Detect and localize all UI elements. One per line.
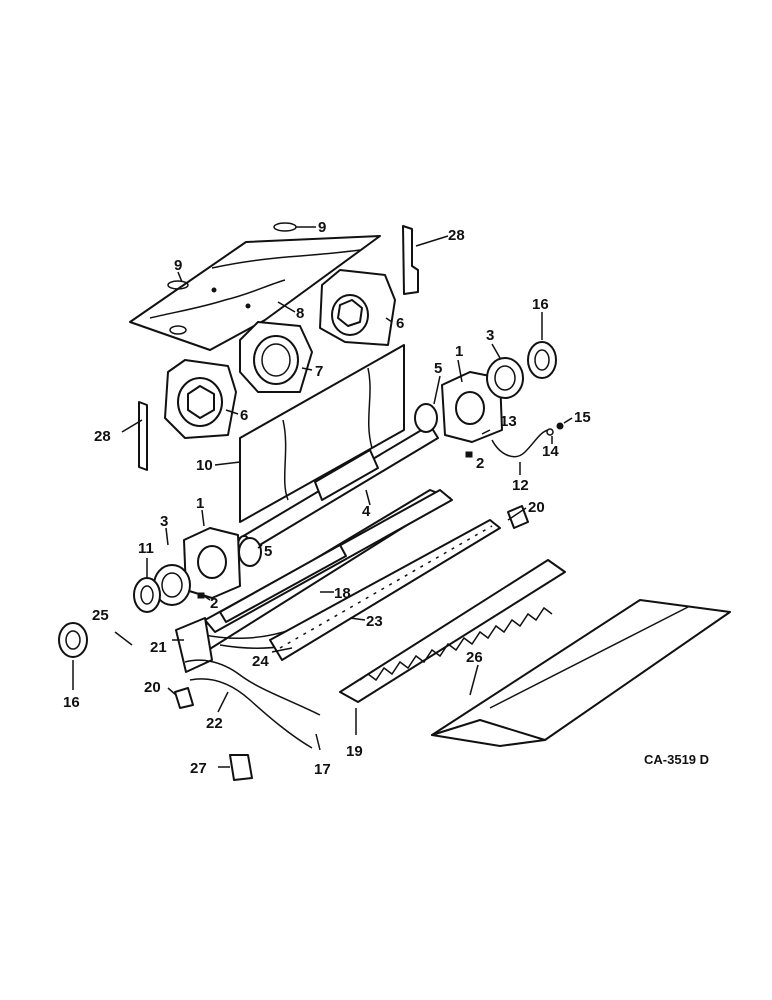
callout-5-right: 5 [434, 360, 442, 377]
callout-10: 10 [196, 457, 213, 474]
callout-labels: 9 9 28 8 6 7 6 28 10 4 1 3 16 5 13 2 14 … [63, 219, 591, 778]
grease-line [491, 429, 549, 458]
callout-13: 13 [500, 413, 517, 430]
callout-12: 12 [512, 477, 529, 494]
callout-20-lower: 20 [144, 679, 161, 696]
callout-19: 19 [346, 743, 363, 760]
callout-14: 14 [542, 443, 559, 460]
bolt-long [114, 631, 133, 646]
seal-ring-right [414, 403, 438, 433]
callout-7: 7 [315, 363, 323, 380]
bolt-right [465, 451, 473, 458]
callout-28-left: 28 [94, 428, 111, 445]
lock-collar-left [58, 622, 88, 658]
callout-28-right: 28 [448, 227, 465, 244]
callout-17: 17 [314, 761, 331, 778]
bearing-plate [239, 321, 313, 393]
bolt-left [197, 592, 205, 599]
callout-24: 24 [252, 653, 269, 670]
callout-11: 11 [138, 540, 154, 557]
callout-2-right: 2 [476, 455, 484, 472]
callout-4: 4 [362, 503, 371, 520]
callout-18: 18 [334, 585, 351, 602]
seal-ring-left [238, 537, 262, 567]
grease-fitting [556, 422, 564, 430]
lock-collar-right [527, 341, 557, 379]
o-ring-left [167, 280, 189, 290]
callout-22: 22 [206, 715, 223, 732]
callout-21: 21 [150, 639, 167, 656]
tray [431, 599, 731, 747]
bearing-housing-lower [164, 359, 237, 439]
fitting-nut [546, 428, 554, 436]
bearing-flange-left [183, 527, 241, 599]
callout-9-left: 9 [174, 257, 182, 274]
link-rod-lower [189, 678, 313, 749]
drawing-code: CA-3519 D [644, 752, 709, 767]
toothed-bar [339, 559, 566, 703]
callout-26: 27 [190, 760, 207, 777]
link-rod-upper [184, 659, 321, 716]
conveyor-frame [175, 489, 453, 673]
callout-6-upper: 6 [396, 315, 404, 332]
bearing-housing-upper [319, 269, 396, 346]
callout-5-left: 5 [264, 543, 272, 560]
callout-3-right: 3 [486, 327, 494, 344]
lock-collar-center [133, 577, 161, 613]
clip-lower [174, 687, 194, 709]
clip-upper [507, 505, 529, 529]
o-ring-top [273, 222, 297, 232]
bearing-right [486, 357, 524, 399]
callout-15: 15 [574, 409, 591, 426]
callout-16-left: 16 [63, 694, 80, 711]
leader-lines [72, 226, 573, 768]
callout-2-left: 2 [210, 595, 218, 612]
callout-27: 26 [466, 649, 483, 666]
bracket-right [402, 225, 419, 295]
callout-16-right: 16 [532, 296, 549, 313]
callout-1-left: 1 [196, 495, 204, 512]
callout-6-lower: 6 [240, 407, 248, 424]
slotted-bar [269, 519, 501, 661]
callout-20-upper: 20 [528, 499, 545, 516]
callout-3-left: 3 [160, 513, 168, 530]
callout-23: 23 [366, 613, 383, 630]
bracket-left [138, 401, 148, 471]
side-panel [239, 344, 405, 523]
callout-8: 8 [296, 305, 304, 322]
top-cover-plate [129, 235, 381, 351]
bearing-flange-right [441, 371, 503, 443]
callout-1-right: 1 [455, 343, 463, 360]
bracket-small [229, 754, 253, 781]
callout-25: 25 [92, 607, 109, 624]
callout-9-top: 9 [318, 219, 326, 236]
